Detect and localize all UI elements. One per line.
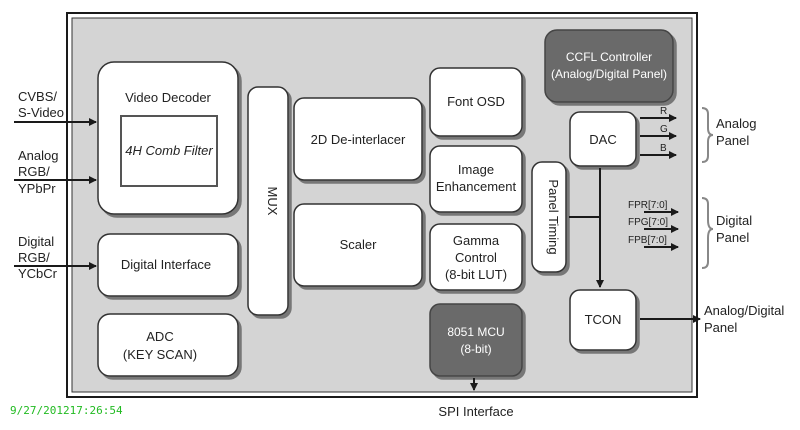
gamma-control-block: Gamma Control (8-bit LUT)	[429, 223, 523, 291]
signal-b: B	[660, 143, 667, 154]
adc-label: ADC	[146, 329, 173, 344]
image-enhancement-block: Image Enhancement	[429, 145, 523, 213]
signal-fpg: FPG[7:0]	[628, 217, 668, 228]
analog-panel-label-2: Panel	[716, 133, 749, 148]
ccfl-controller-block: CCFL Controller (Analog/Digital Panel)	[544, 29, 674, 103]
digital-interface-label: Digital Interface	[121, 257, 211, 272]
gamma-label-2: Control	[455, 250, 497, 265]
tcon-block: TCON	[569, 289, 637, 351]
mcu-block: 8051 MCU (8-bit)	[429, 303, 523, 377]
mux-label: MUX	[265, 187, 280, 216]
gamma-label-1: Gamma	[453, 233, 500, 248]
adc-sub-label: (KEY SCAN)	[123, 347, 197, 362]
digital-label-1: Digital	[18, 234, 54, 249]
spi-interface-label: SPI Interface	[438, 404, 513, 419]
analog-digital-panel-label-2: Panel	[704, 320, 737, 335]
scaler-label: Scaler	[340, 237, 378, 252]
image-enhancement-label-2: Enhancement	[436, 179, 517, 194]
dac-label: DAC	[589, 132, 616, 147]
font-osd-block: Font OSD	[429, 67, 523, 137]
panel-timing-label: Panel Timing	[546, 179, 561, 254]
dac-block: DAC	[569, 111, 637, 167]
analog-digital-panel-label-1: Analog/Digital	[704, 303, 784, 318]
mux-block: MUX	[247, 86, 289, 316]
mcu-label-1: 8051 MCU	[447, 325, 504, 339]
panel-timing-block: Panel Timing	[531, 161, 567, 273]
analog-panel-label-1: Analog	[716, 116, 756, 131]
adc-block: ADC (KEY SCAN)	[97, 313, 239, 377]
analog-panel-brace	[701, 107, 714, 163]
analog-label-2: RGB/	[18, 164, 50, 179]
ccfl-label-1: CCFL Controller	[566, 50, 652, 64]
digital-panel-brace	[701, 197, 714, 269]
deinterlacer-label: 2D De-interlacer	[311, 132, 406, 147]
ccfl-label-2: (Analog/Digital Panel)	[551, 67, 667, 81]
digital-panel-label-1: Digital	[716, 213, 752, 228]
analog-label-1: Analog	[18, 148, 58, 163]
digital-interface-block: Digital Interface	[97, 233, 239, 297]
mcu-label-2: (8-bit)	[460, 342, 491, 356]
signal-fpr: FPR[7:0]	[628, 200, 668, 211]
digital-label-3: YCbCr	[18, 266, 58, 281]
tcon-label: TCON	[585, 312, 622, 327]
deinterlacer-block: 2D De-interlacer	[293, 97, 423, 181]
video-decoder-block: Video Decoder 4H Comb Filter	[97, 61, 239, 215]
comb-filter-label: 4H Comb Filter	[125, 143, 213, 158]
gamma-label-3: (8-bit LUT)	[445, 267, 507, 282]
signal-r: R	[660, 106, 667, 117]
font-osd-label: Font OSD	[447, 94, 505, 109]
digital-label-2: RGB/	[18, 250, 50, 265]
video-decoder-label: Video Decoder	[125, 90, 211, 105]
cvbs-label-1: CVBS/	[18, 89, 57, 104]
analog-label-3: YPbPr	[18, 181, 56, 196]
signal-g: G	[660, 124, 668, 135]
cvbs-label-2: S-Video	[18, 105, 64, 120]
scaler-block: Scaler	[293, 203, 423, 287]
digital-panel-label-2: Panel	[716, 230, 749, 245]
image-enhancement-label-1: Image	[458, 162, 494, 177]
signal-fpb: FPB[7:0]	[628, 235, 667, 246]
timestamp: 9/27/201217:26:54	[10, 404, 123, 417]
